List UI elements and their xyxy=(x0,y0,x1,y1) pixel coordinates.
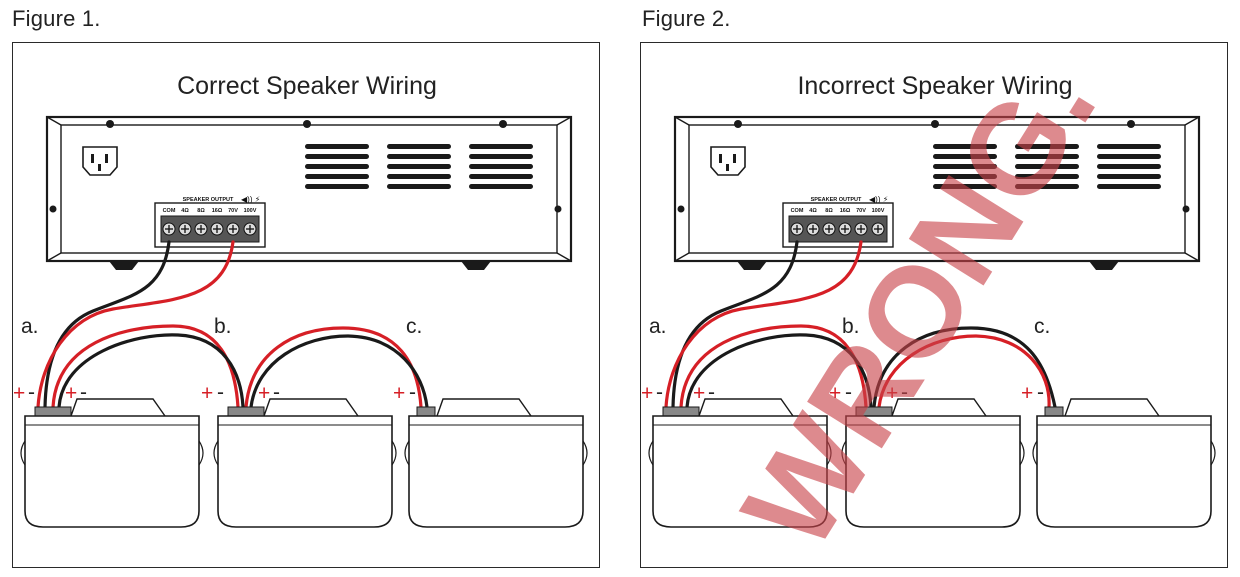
speaker-volume-icon: ◀)) ⚡ xyxy=(869,195,888,204)
figure-2-panel: Incorrect Speaker Wiring xyxy=(640,42,1228,569)
terminal-label-8ohm: 8Ω xyxy=(825,208,833,214)
screw-icon xyxy=(734,120,742,128)
svg-text:+: + xyxy=(641,382,653,405)
diagram-title: Incorrect Speaker Wiring xyxy=(797,72,1072,100)
svg-text:-: - xyxy=(217,381,224,404)
svg-text:-: - xyxy=(1037,381,1044,404)
speaker-output-header: SPEAKER OUTPUT xyxy=(811,197,862,203)
speaker-wires xyxy=(664,240,1057,409)
amp-foot xyxy=(461,261,491,270)
amplifier-rear-panel: SPEAKER OUTPUT ◀)) ⚡ COM 4Ω 8Ω 16Ω 70V 1… xyxy=(45,115,573,270)
screw-icon xyxy=(677,205,685,213)
speaker-a xyxy=(648,398,832,528)
svg-text:+: + xyxy=(1021,382,1033,405)
terminal-label-16ohm: 16Ω xyxy=(840,208,851,214)
svg-text:-: - xyxy=(80,381,87,404)
correct-wiring-diagram: Correct Speaker Wiring xyxy=(13,72,588,528)
svg-text:+: + xyxy=(201,382,213,405)
amp-foot xyxy=(737,261,767,270)
speaker-c-label: c. xyxy=(406,315,422,338)
amp-foot xyxy=(109,261,139,270)
terminal-label-70v: 70V xyxy=(856,208,866,214)
svg-text:+: + xyxy=(829,382,841,405)
screw-icon xyxy=(554,205,562,213)
speaker-output-terminal-block: SPEAKER OUTPUT ◀)) ⚡ COM 4Ω 8Ω 16Ω 70V 1… xyxy=(154,195,266,248)
svg-text:-: - xyxy=(901,381,908,404)
terminal-label-16ohm: 16Ω xyxy=(212,208,223,214)
screw-icon xyxy=(106,120,114,128)
screw-icon xyxy=(49,205,57,213)
speaker-b xyxy=(213,398,397,528)
figure-1-panel: Correct Speaker Wiring xyxy=(12,42,600,568)
svg-text:+: + xyxy=(258,382,270,405)
power-socket-icon xyxy=(710,146,746,176)
screw-icon xyxy=(499,120,507,128)
screw-icon xyxy=(1127,120,1135,128)
svg-text:-: - xyxy=(708,381,715,404)
vent-grille xyxy=(305,144,533,189)
power-socket-icon xyxy=(82,146,118,176)
speaker-c xyxy=(1032,398,1216,528)
speaker-volume-icon: ◀)) ⚡ xyxy=(241,195,260,204)
speaker-wires xyxy=(36,240,429,409)
figure-1-label: Figure 1. xyxy=(12,6,101,31)
incorrect-wiring-diagram: Incorrect Speaker Wiring xyxy=(641,43,1216,569)
svg-text:+: + xyxy=(886,382,898,405)
svg-text:-: - xyxy=(28,381,35,404)
figure-2-label: Figure 2. xyxy=(642,6,731,31)
polarity-markers: + - + - + - + - + - xyxy=(13,381,416,405)
speaker-b-label: b. xyxy=(842,315,860,338)
svg-text:-: - xyxy=(845,381,852,404)
svg-text:+: + xyxy=(693,382,705,405)
screw-icon xyxy=(931,120,939,128)
speaker-a xyxy=(20,398,204,528)
screw-icon xyxy=(1182,205,1190,213)
speaker-a-label: a. xyxy=(649,315,667,338)
vent-grille xyxy=(933,144,1161,189)
svg-text:-: - xyxy=(409,381,416,404)
terminal-label-4ohm: 4Ω xyxy=(809,208,817,214)
svg-text:+: + xyxy=(65,382,77,405)
terminal-label-100v: 100V xyxy=(872,208,885,214)
diagram-title: Correct Speaker Wiring xyxy=(177,72,437,100)
speaker-a-label: a. xyxy=(21,315,39,338)
svg-text:-: - xyxy=(656,381,663,404)
terminal-label-8ohm: 8Ω xyxy=(197,208,205,214)
speaker-output-terminal-block: SPEAKER OUTPUT ◀)) ⚡ COM 4Ω 8Ω 16Ω 70V 1… xyxy=(782,195,894,248)
speaker-c-label: c. xyxy=(1034,315,1050,338)
svg-text:+: + xyxy=(393,382,405,405)
amplifier-rear-panel: SPEAKER OUTPUT ◀)) ⚡ COM 4Ω 8Ω 16Ω 70V 1… xyxy=(673,115,1201,270)
amp-foot xyxy=(1089,261,1119,270)
terminal-label-70v: 70V xyxy=(228,208,238,214)
terminal-label-4ohm: 4Ω xyxy=(181,208,189,214)
svg-text:-: - xyxy=(273,381,280,404)
speaker-c xyxy=(404,398,588,528)
speaker-b-label: b. xyxy=(214,315,232,338)
terminal-label-com: COM xyxy=(163,208,176,214)
terminal-label-com: COM xyxy=(791,208,804,214)
screw-icon xyxy=(303,120,311,128)
speaker-output-header: SPEAKER OUTPUT xyxy=(183,197,234,203)
terminal-label-100v: 100V xyxy=(244,208,257,214)
polarity-markers: + - + - + - + - + - xyxy=(641,381,1044,405)
speaker-b xyxy=(841,398,1025,528)
svg-text:+: + xyxy=(13,382,25,405)
